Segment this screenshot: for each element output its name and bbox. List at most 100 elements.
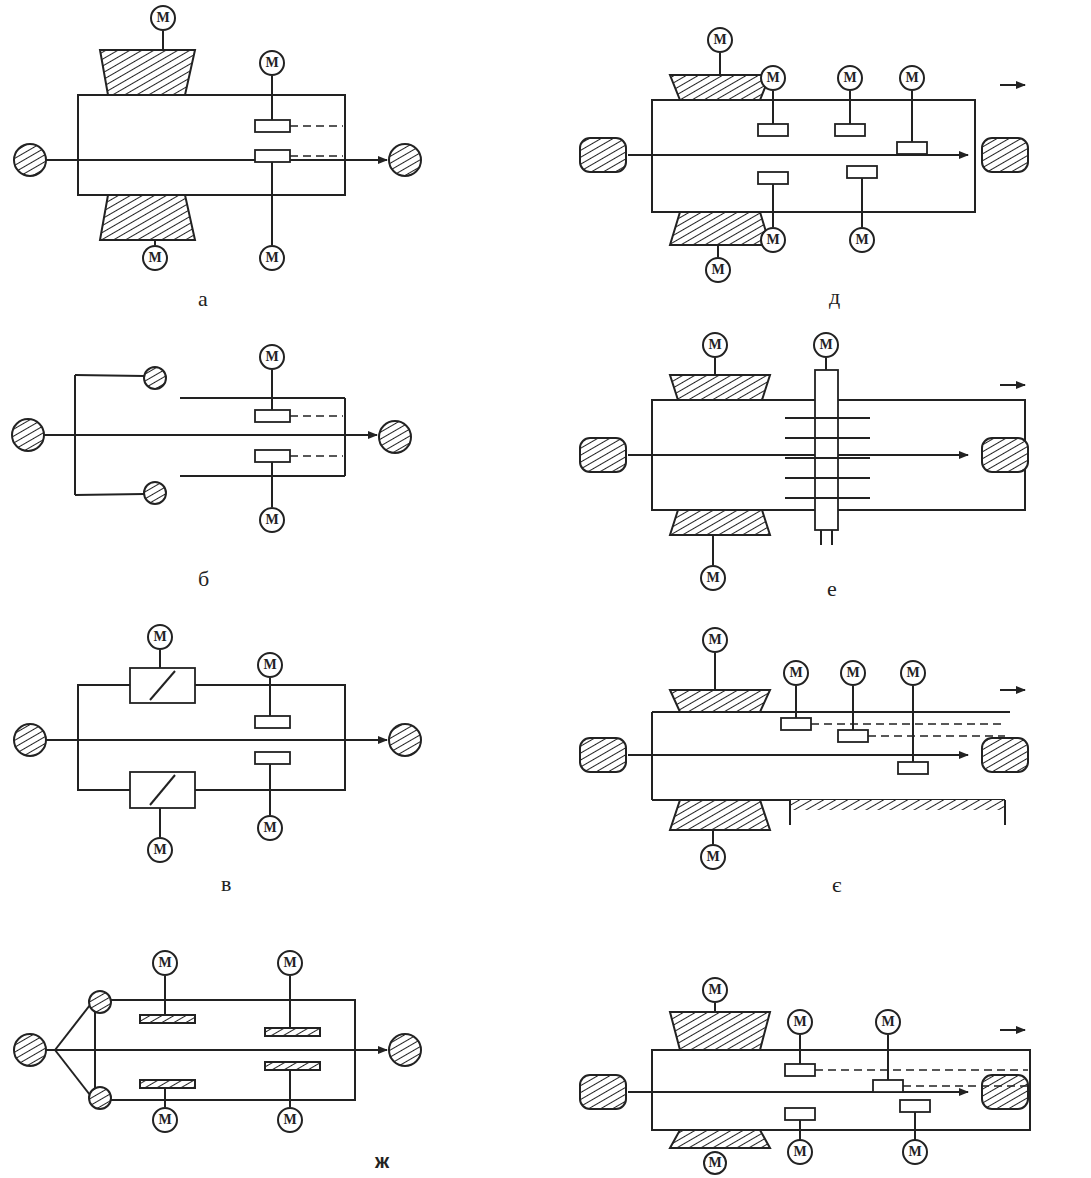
drawing-part — [785, 418, 870, 498]
log-symbol — [89, 1087, 111, 1109]
motor-circle: М — [702, 977, 728, 1003]
drawing-line — [271, 162, 273, 245]
saw-part — [982, 1075, 1028, 1109]
saw-part — [847, 166, 877, 178]
drawing-line — [180, 475, 345, 477]
log-symbol — [14, 144, 46, 176]
motor-label: М — [708, 1156, 721, 1170]
drawing-line — [825, 358, 827, 370]
drawing-line — [1000, 1029, 1025, 1031]
saw-part — [265, 1028, 320, 1036]
drawing-line — [849, 91, 851, 124]
saw-part — [838, 730, 868, 742]
scheme-zh — [14, 976, 421, 1109]
drawing-line — [785, 457, 870, 459]
motor-circle: М — [813, 332, 839, 358]
motor-circle: М — [703, 1151, 727, 1175]
log-symbol — [389, 724, 421, 756]
drawing-line — [159, 650, 161, 668]
saw-part — [255, 150, 290, 162]
motor-circle: М — [277, 1107, 303, 1133]
saw-part — [785, 1108, 815, 1120]
drawing-line — [269, 678, 271, 716]
drawing-line — [714, 653, 716, 690]
motor-label: М — [283, 1113, 296, 1127]
drawing-line — [150, 775, 175, 805]
panel-letter: ж — [375, 1150, 389, 1173]
motor-circle: М — [840, 660, 866, 686]
panel-letter: е — [827, 578, 837, 600]
drawing-line — [164, 976, 166, 1015]
motor-label: М — [846, 666, 859, 680]
log-symbol — [389, 144, 421, 176]
drawing-line — [289, 976, 291, 1028]
saw-cone — [670, 510, 770, 535]
saw-cone — [100, 50, 195, 95]
motor-circle: М — [875, 1009, 901, 1035]
drawing-line — [271, 76, 273, 120]
log-symbol — [12, 419, 44, 451]
panel-letter: є — [832, 874, 841, 896]
motor-label: М — [263, 821, 276, 835]
motor-label: М — [766, 71, 779, 85]
drawing-line — [815, 1069, 1028, 1071]
scheme-v — [14, 650, 421, 837]
scheme-b — [12, 367, 411, 507]
saw-part — [580, 438, 626, 472]
motor-label: М — [906, 666, 919, 680]
drawing-line — [1000, 689, 1025, 691]
drawing-line — [811, 723, 1005, 725]
motor-label: М — [265, 251, 278, 265]
drawing-line — [831, 530, 833, 545]
motor-circle: М — [787, 1139, 813, 1165]
scheme-e — [580, 358, 1028, 565]
drawing-line — [799, 1035, 801, 1064]
motor-circle: М — [899, 65, 925, 91]
drawing-line — [789, 800, 791, 825]
panel-letter: д — [829, 286, 840, 308]
drawing-line — [46, 1049, 387, 1051]
drawing-line — [180, 397, 345, 399]
drawing-line — [1000, 384, 1025, 386]
saw-part — [815, 370, 838, 530]
motor-circle: М — [259, 507, 285, 533]
motor-circle: М — [259, 245, 285, 271]
drawing-line — [795, 686, 797, 718]
motor-label: М — [843, 71, 856, 85]
motor-label: М — [263, 658, 276, 672]
motor-circle: М — [152, 1107, 178, 1133]
saw-part — [78, 685, 345, 790]
drawing-line — [712, 830, 714, 844]
motor-circle: М — [702, 332, 728, 358]
drawing-line — [785, 477, 870, 479]
drawing-line — [628, 1091, 968, 1093]
motor-label: М — [708, 983, 721, 997]
motor-label: М — [153, 630, 166, 644]
motor-label: М — [711, 263, 724, 277]
saw-part — [265, 1062, 320, 1070]
motor-label: М — [265, 350, 278, 364]
drawing-line — [290, 155, 343, 157]
motor-label: М — [855, 233, 868, 247]
motor-circle: М — [142, 245, 168, 271]
saw-part — [255, 716, 290, 728]
saw-cone — [670, 1130, 770, 1148]
saw-part — [781, 718, 811, 730]
drawing-line — [799, 1120, 801, 1140]
drawing-line — [159, 808, 161, 837]
motor-label: М — [158, 956, 171, 970]
log-symbol — [389, 1034, 421, 1066]
motor-circle: М — [259, 50, 285, 76]
motor-circle: М — [150, 5, 176, 31]
motor-circle: М — [700, 565, 726, 591]
drawing-line — [75, 494, 144, 495]
panel-letter: б — [198, 568, 209, 590]
drawing-line — [75, 375, 144, 376]
motor-circle: М — [702, 627, 728, 653]
saw-part — [255, 450, 290, 462]
scheme-last — [580, 1003, 1030, 1148]
drawing-line — [887, 1035, 889, 1080]
saw-cone — [670, 212, 770, 245]
